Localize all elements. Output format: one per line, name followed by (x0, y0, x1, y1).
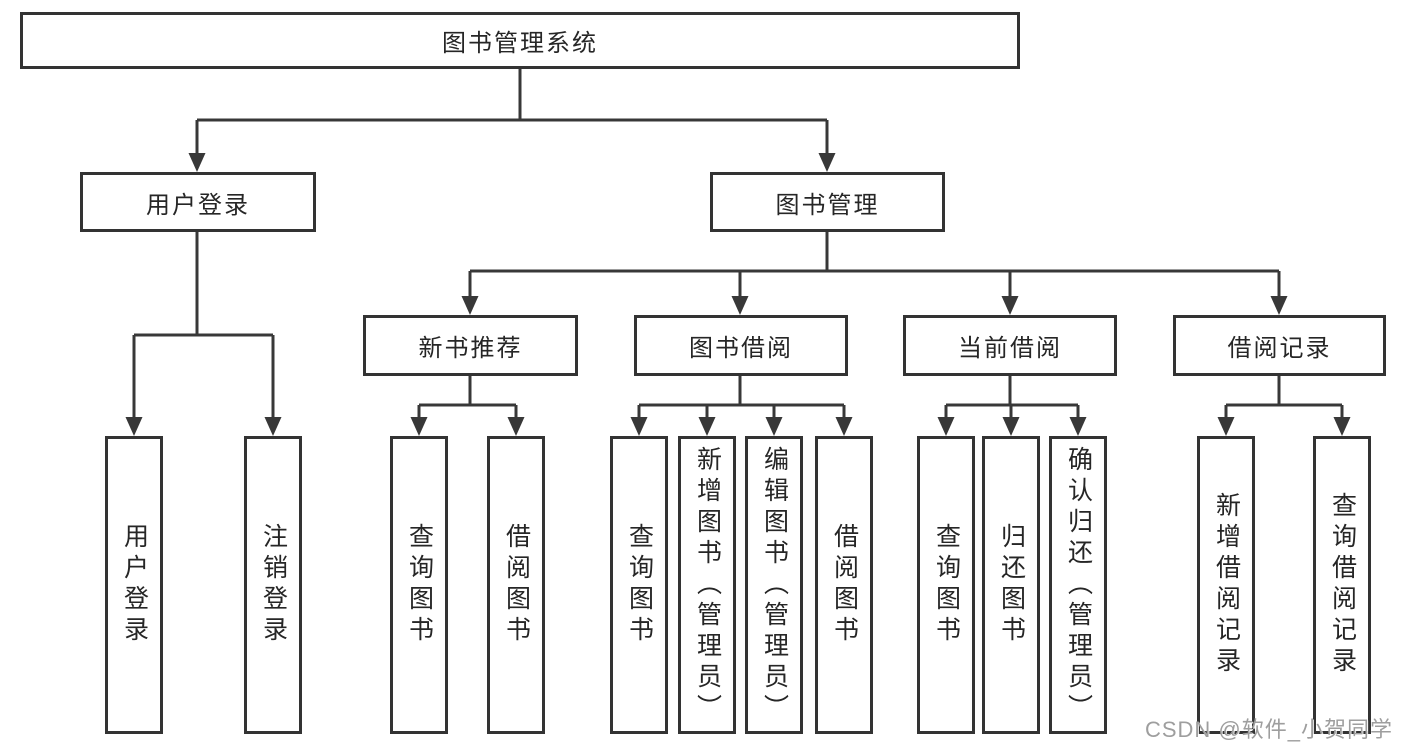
leaf-query-book-recommend: 查询图书 (390, 436, 448, 734)
leaf-add-book-admin: 新增图书（管理员） (678, 436, 736, 734)
leaf-edit-book-admin: 编辑图书（管理员） (745, 436, 803, 734)
leaf-return-book: 归还图书 (982, 436, 1040, 734)
node-new-book-recommend: 新书推荐 (363, 315, 578, 376)
leaf-query-book-borrow: 查询图书 (610, 436, 668, 734)
node-book-management: 图书管理 (710, 172, 945, 232)
node-root-system: 图书管理系统 (20, 12, 1020, 69)
leaf-borrow-book: 借阅图书 (815, 436, 873, 734)
node-book-borrow: 图书借阅 (634, 315, 848, 376)
leaf-borrow-book-recommend: 借阅图书 (487, 436, 545, 734)
arrowheads (125, 153, 1351, 436)
csdn-watermark: CSDN @软件_小贺同学 (1144, 717, 1393, 742)
node-current-borrow: 当前借阅 (903, 315, 1117, 376)
leaf-query-book-current: 查询图书 (917, 436, 975, 734)
node-user-login-branch: 用户登录 (80, 172, 316, 232)
leaf-user-login: 用户登录 (105, 436, 163, 734)
leaf-add-borrow-record: 新增借阅记录 (1197, 436, 1255, 734)
node-borrow-record: 借阅记录 (1173, 315, 1386, 376)
leaf-logout: 注销登录 (244, 436, 302, 734)
leaf-query-borrow-record: 查询借阅记录 (1313, 436, 1371, 734)
leaf-confirm-return-admin: 确认归还（管理员） (1049, 436, 1107, 734)
